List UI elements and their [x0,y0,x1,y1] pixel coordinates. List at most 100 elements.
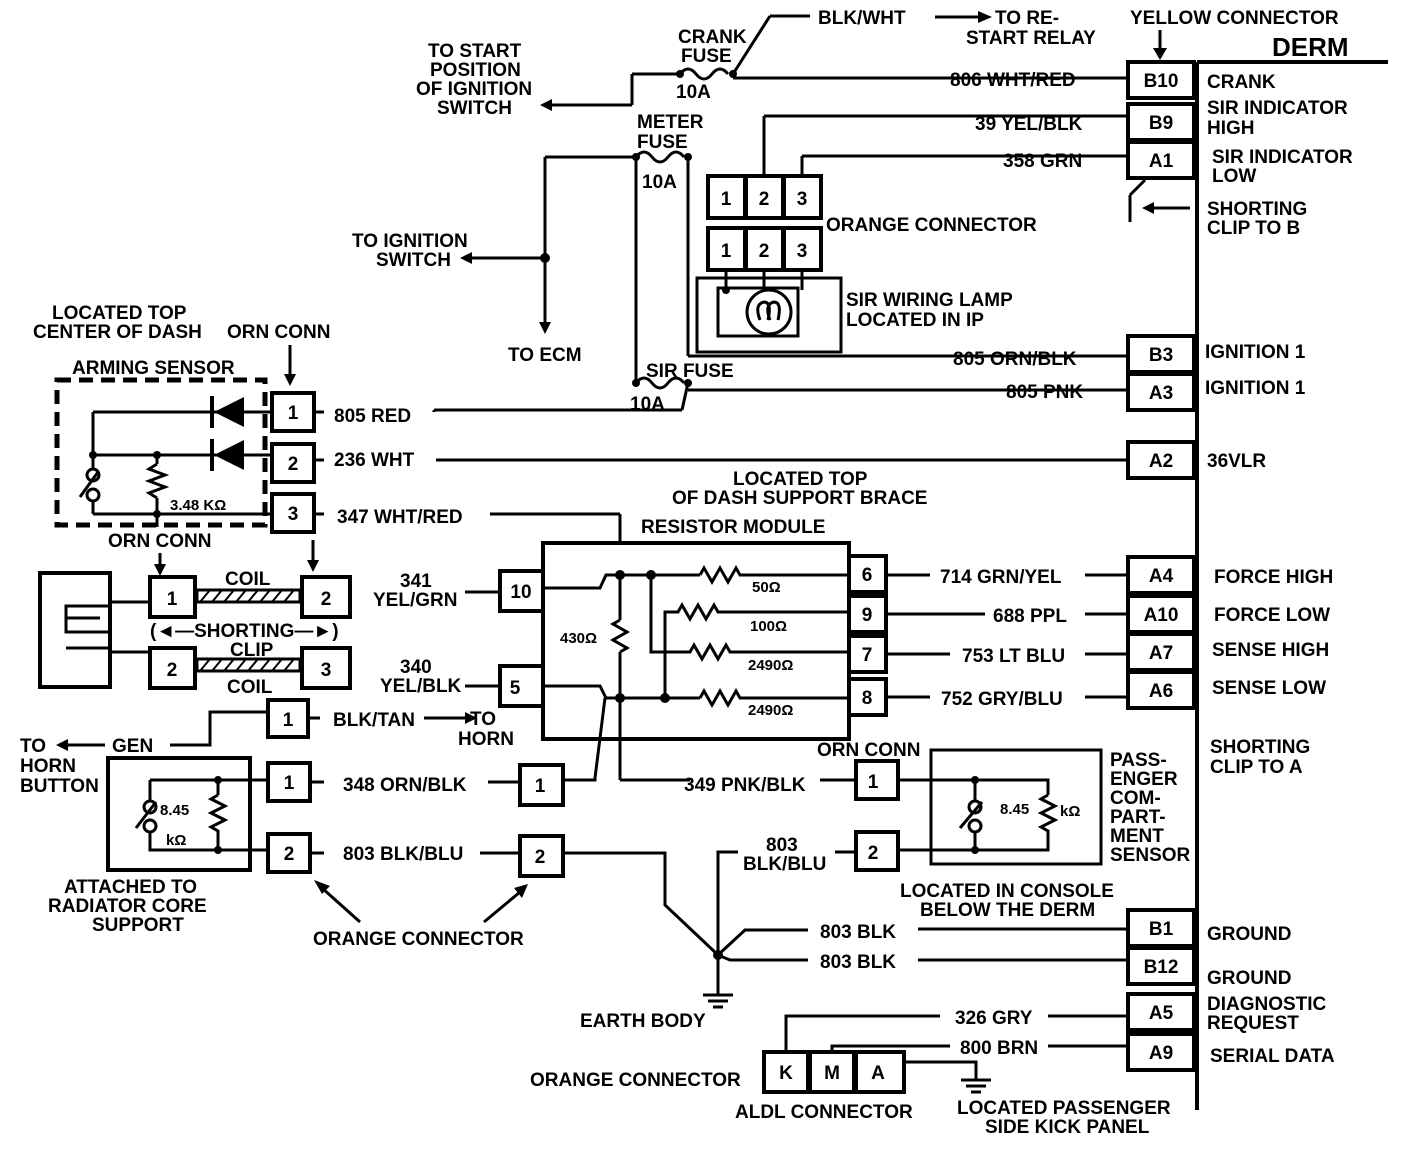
to-ign-switch-2: SWITCH [376,250,451,271]
orange-conn-bot-1 [706,226,747,272]
front-pin-1 [266,761,312,803]
derm-pin-b12-label: B12 [1144,957,1179,978]
sir-lamp-1: SIR WIRING LAMP [846,290,1013,311]
arming-pin-1 [270,391,316,433]
to-start-3: OF IGNITION [416,79,532,100]
coil-shorting: (◄—SHORTING—►) [150,621,339,642]
front-inline-1-label: 1 [535,776,546,797]
arming-pin-2-label: 2 [288,454,299,475]
blk-wht-label: BLK/WHT [818,8,906,29]
rm-pin-8-label: 8 [862,688,873,709]
aldl-pin-a-label: A [871,1063,885,1084]
wire-326: 326 GRY [955,1008,1033,1029]
coil-orn-conn: ORN CONN [108,531,211,552]
rm-pin-10-label: 10 [510,582,531,603]
front-kohm: kΩ [166,832,186,849]
derm-pin-a10-label: A10 [1144,605,1179,626]
front-sensor: 8.45 kΩ 1 2 348 ORN/BLK 803 BLK/BLU 1 2 … [48,756,720,957]
orange-pin-t1: 1 [721,189,732,210]
aldl-location-1: LOCATED PASSENGER [957,1098,1171,1119]
derm-func-36vlr: 36VLR [1207,451,1266,472]
derm-func-force-low: FORCE LOW [1214,605,1330,626]
wire-347: 347 WHT/RED [337,507,463,528]
aldl-connector: K M A 326 GRY 800 BRN ORANGE CONNECTOR A… [530,1008,1171,1138]
to-horn-2: HORN [458,729,514,750]
top-feeds: CRANK FUSE 10A BLK/WHT TO RE- START RELA… [352,8,1128,415]
derm-pin-a7-label: A7 [1149,643,1173,664]
arming-pin-1-label: 1 [288,403,299,424]
to-horn-button-2: HORN [20,756,76,777]
wire-341-2: YEL/GRN [373,590,457,611]
sir-fuse-2: 10A [630,394,665,415]
coil-clip: CLIP [230,640,274,661]
ground-circuit: 803 BLK 803 BLK EARTH BODY [580,922,1128,1032]
derm-pin-a5-label: A5 [1149,1003,1174,1024]
front-location-2: RADIATOR CORE [48,896,207,917]
to-horn-button-1: TO [20,736,46,757]
wire-806: 806 WHT/RED [950,70,1076,91]
derm-func-ground-2: GROUND [1207,968,1291,989]
rm-res-2490a: 2490Ω [748,657,793,674]
wire-358: 358 GRN [1003,151,1082,172]
sir-fuse-1: SIR FUSE [646,361,734,382]
pass-orn-conn: ORN CONN [817,740,920,761]
front-location-3: SUPPORT [92,915,184,936]
orange-pin-t2: 2 [759,189,770,210]
derm-pin-a9 [1126,1032,1196,1072]
wire-805-orn: 805 ORN/BLK [953,349,1077,370]
meter-fuse-label-2: FUSE [637,132,688,153]
wire-340-2: YEL/BLK [380,676,462,697]
gen-label: GEN [112,736,153,757]
orange-pin-b1: 1 [721,241,732,262]
aldl-name: ALDL CONNECTOR [735,1102,913,1123]
wire-39: 39 YEL/BLK [975,114,1083,135]
wire-349: 349 PNK/BLK [684,775,806,796]
coil-label-1: COIL [225,569,271,590]
arming-sensor: LOCATED TOP CENTER OF DASH ORN CONN ARMI… [33,303,1128,575]
front-pin-1-label: 1 [284,773,295,794]
derm-pin-a2 [1126,440,1196,480]
derm-shorting-a-2: CLIP TO A [1210,757,1303,778]
derm-pin-b9-label: B9 [1149,113,1173,134]
orange-pin-b3: 3 [797,241,808,262]
coil-pin-r2 [300,575,352,619]
arming-orn-conn: ORN CONN [227,322,330,343]
rm-pin-5-label: 5 [510,678,521,699]
coil-pin-l2-label: 2 [167,660,178,681]
rm-pin-9-label: 9 [862,605,873,626]
aldl-location-2: SIDE KICK PANEL [985,1117,1150,1138]
wire-803-blk-2: 803 BLK [820,952,896,973]
derm-pin-b3-label: B3 [1149,345,1173,366]
pass-pin-2-label: 2 [868,843,879,864]
derm-pin-a2-label: A2 [1149,451,1173,472]
to-start-4: SWITCH [437,98,512,119]
to-restart-1: TO RE- [995,8,1059,29]
to-horn-1: TO [470,709,496,730]
derm-func-sense-low: SENSE LOW [1212,678,1326,699]
derm-func-ign1-b: IGNITION 1 [1205,378,1306,399]
coil-pin-r3-label: 3 [321,660,332,681]
coil-pin-l1-label: 1 [167,589,178,610]
derm-func-diag-2: REQUEST [1207,1013,1299,1034]
wire-348: 348 ORN/BLK [343,775,467,796]
derm-pin-b1-label: B1 [1149,919,1174,940]
front-orange-conn: ORANGE CONNECTOR [313,929,524,950]
wire-752: 752 GRY/BLU [941,689,1063,710]
crank-fuse-label-3: 10A [676,82,711,103]
aldl-orange-conn: ORANGE CONNECTOR [530,1070,741,1091]
orange-connector-label: ORANGE CONNECTOR [826,215,1037,236]
coil-pin-r2-label: 2 [321,589,332,610]
aldl-pin-m [808,1050,856,1094]
rm-title: RESISTOR MODULE [641,517,825,538]
derm-pin-b12 [1126,946,1196,986]
rm-center-res: 430Ω [560,630,597,647]
derm-pin-b10-label: B10 [1144,71,1179,92]
derm-func-sir-low-2: LOW [1212,166,1256,187]
rm-location-1: LOCATED TOP [733,469,868,490]
orange-pin-b2: 2 [759,241,770,262]
derm-pin-a6 [1126,670,1196,710]
yellow-connector-label: YELLOW CONNECTOR [1130,8,1339,29]
pass-title-3: COM- [1110,788,1161,809]
wire-688: 688 PPL [993,606,1067,627]
